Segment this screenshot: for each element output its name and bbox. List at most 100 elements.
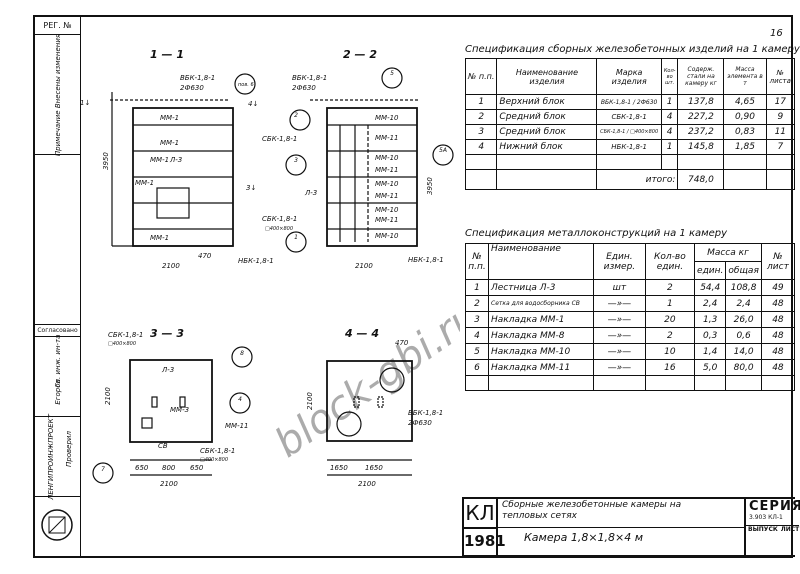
col-header: Наименование изделия: [496, 58, 598, 95]
cell: 0,90: [723, 109, 767, 125]
label: ММ-1: [160, 114, 179, 122]
cell: 1: [464, 94, 498, 110]
label: ММ-10: [375, 206, 399, 214]
left-stamp: РЕГ. № Примечание Внесены изменения Согл…: [35, 17, 81, 556]
cell: СБК-1,8-1: [596, 109, 662, 125]
cell: 4,65: [723, 94, 767, 110]
callout: 4: [238, 396, 242, 403]
concrete-spec: Спецификация сборных железобетонных изде…: [464, 44, 800, 190]
col-header: един.: [694, 261, 727, 280]
label: □400×800: [200, 457, 228, 463]
col-header: № п.п.: [464, 58, 498, 95]
label: □400×800: [265, 226, 293, 232]
cell: 1: [644, 295, 696, 312]
dim: 2100: [358, 480, 376, 488]
callout: 2: [294, 112, 298, 119]
col-header: № листа: [765, 58, 796, 95]
callout: 8: [240, 350, 244, 357]
cell: 4: [660, 109, 679, 125]
cell: 16: [644, 359, 696, 376]
cell: 4: [660, 124, 679, 140]
label: СБК-1,8-1: [262, 215, 297, 223]
cell: 10: [644, 343, 696, 360]
project-year: 1981: [464, 527, 506, 555]
col-header: № лист: [760, 243, 796, 280]
col-header: общая: [725, 261, 762, 280]
cell: Средний блок: [496, 124, 598, 140]
col-header: Един. измер.: [593, 243, 646, 280]
metal-spec: Спецификация металлоконструкций на 1 кам…: [465, 228, 796, 391]
dim: 3950: [426, 177, 434, 195]
cell: НБК-1,8-1: [596, 139, 662, 155]
issue-label: ВЫПУСК: [748, 526, 778, 533]
cell: 48: [760, 327, 796, 344]
dim: 3950: [102, 152, 110, 170]
dim: 650: [135, 464, 149, 472]
label: ММ-3: [170, 406, 189, 414]
label: ММ-1: [135, 179, 154, 187]
cell: Накладка ММ-1: [488, 311, 594, 328]
sheet-label: ЛИСТ: [780, 526, 800, 533]
label: НБК-1,8-1: [238, 257, 274, 265]
title-block: КЛ 1981 Сборные железобетонные камеры на…: [462, 497, 800, 557]
cell: —»—: [593, 343, 646, 360]
cell: 20: [644, 311, 696, 328]
dim: 1650: [365, 464, 383, 472]
cell: 0,3: [694, 327, 727, 344]
col-header: Кол-во един.: [644, 243, 696, 280]
marker: 3↓: [246, 184, 256, 192]
cell: —»—: [593, 311, 646, 328]
agreed-label: Согласовано: [35, 325, 80, 337]
cell: 80,0: [725, 359, 762, 376]
col-header: Марка изделия: [596, 58, 662, 95]
dim: 470: [395, 339, 409, 347]
cell: 6: [465, 359, 489, 376]
cell: 1: [660, 139, 679, 155]
label: СБК-1,8-1: [200, 447, 235, 455]
cell: 48: [760, 311, 796, 328]
series-number: 3.903 КЛ-1: [749, 514, 783, 521]
section-drawings: 1 — 1 2 — 2 3 — 3 4 — 4 ВБК-1,8-1 2Ф630 …: [80, 48, 460, 488]
cell: 2: [644, 327, 696, 344]
cell: 17: [765, 94, 796, 110]
dim: 470: [198, 252, 212, 260]
cell: 0,83: [723, 124, 767, 140]
dim: 2100: [306, 392, 314, 410]
label: ММ-11: [375, 166, 399, 174]
cell: 7: [765, 139, 796, 155]
cell: Верхний блок: [496, 94, 598, 110]
col-header: Содерж. стали на камеру кг: [677, 58, 725, 95]
label: ВБК-1,8-1: [292, 74, 327, 82]
section-1-title: 1 — 1: [150, 48, 184, 61]
cell: 48: [760, 343, 796, 360]
cell: 4: [464, 139, 498, 155]
label: ММ-11: [375, 134, 399, 142]
concrete-spec-table: № п.п. Наименование изделия Марка издели…: [464, 58, 796, 190]
label: □400×800: [108, 341, 136, 347]
cell: 237,2: [677, 124, 725, 140]
cell: 1: [465, 279, 489, 296]
cell: —»—: [593, 327, 646, 344]
dim: 650: [190, 464, 204, 472]
metal-spec-title: Спецификация металлоконструкций на 1 кам…: [465, 228, 728, 239]
concrete-spec-title: Спецификация сборных железобетонных изде…: [465, 44, 800, 55]
cell: 48: [760, 359, 796, 376]
dim: 1650: [330, 464, 348, 472]
label: ММ-1: [160, 139, 179, 147]
cell: 5,0: [694, 359, 727, 376]
label: ММ-11: [375, 216, 399, 224]
drawing-title: Сборные железобетонные камеры на тепловы…: [502, 500, 682, 521]
reg-number: РЕГ. №: [35, 17, 80, 35]
section-3-title: 3 — 3: [150, 327, 184, 340]
callout: 1: [294, 234, 298, 241]
marker: 4↓: [248, 100, 258, 108]
cell: Накладка ММ-10: [488, 343, 594, 360]
cell: 48: [760, 295, 796, 312]
cell: Средний блок: [496, 109, 598, 125]
